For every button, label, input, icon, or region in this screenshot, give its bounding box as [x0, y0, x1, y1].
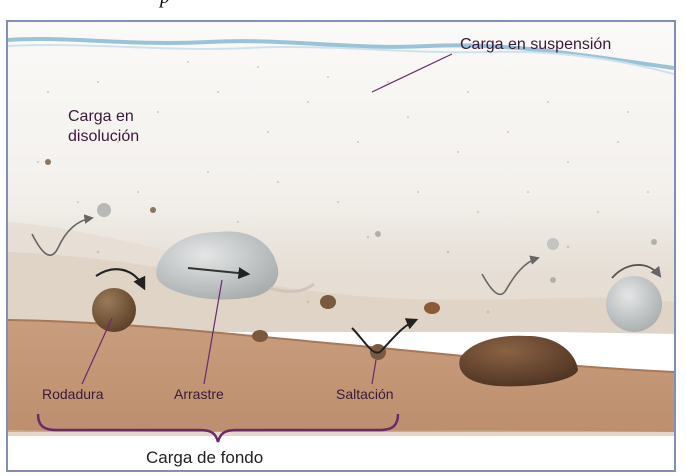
cropped-title-fragment: p — [160, 0, 170, 9]
bedload-rock — [459, 335, 578, 387]
drag-leader — [203, 279, 223, 385]
rolling-arrow — [95, 268, 146, 291]
saltation-label: Saltación — [336, 386, 394, 402]
dissolution-label-line2: disolución — [68, 128, 140, 145]
suspended-pebble — [97, 203, 111, 217]
saltation-path-right — [481, 255, 540, 296]
suspension-label: Carga en suspensión — [460, 36, 612, 53]
suspension-leader — [371, 53, 453, 93]
bed-load-bracket — [36, 413, 400, 443]
diagram-frame: Carga en suspensión Carga en disolución … — [6, 20, 676, 472]
water-surface — [8, 37, 674, 70]
drag-arrow — [187, 267, 251, 280]
dragged-boulder — [156, 231, 279, 300]
saltation-arrow — [351, 318, 419, 354]
rolling-rock — [92, 288, 136, 332]
dissolution-label-line1: Carga en — [68, 108, 134, 125]
rolling-arrow-right — [611, 264, 662, 279]
rolling-label: Rodadura — [42, 386, 104, 402]
rolling-leader — [81, 317, 113, 385]
saltation-leader — [371, 359, 377, 385]
drag-label: Arrastre — [174, 386, 224, 402]
bed-load-label: Carga de fondo — [146, 448, 264, 467]
suspended-boulder-right — [606, 276, 662, 332]
saltation-path-left — [31, 214, 94, 256]
river-transport-illustration — [8, 22, 674, 470]
